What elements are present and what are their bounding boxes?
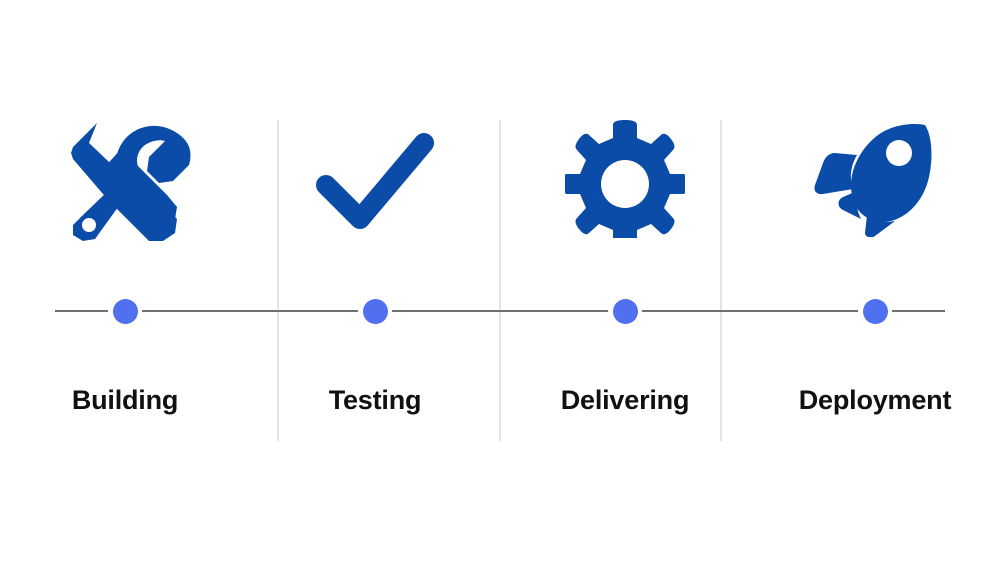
rocket-icon [750, 113, 1000, 243]
process-step-deployment[interactable]: Deployment [750, 0, 1000, 563]
step-label-building: Building [71, 385, 179, 415]
timeline-node-3[interactable] [608, 294, 642, 328]
timeline-node-2[interactable] [358, 294, 392, 328]
column-divider-1 [277, 120, 279, 441]
timeline-node-dot [112, 298, 138, 324]
timeline-node-dot [862, 298, 888, 324]
timeline-axis-line [55, 310, 945, 312]
timeline-node-dot [612, 298, 638, 324]
process-step-building[interactable]: Building [0, 0, 250, 563]
step-label-deployment: Deployment [798, 385, 952, 415]
gear-icon [500, 113, 750, 243]
timeline-node-dot [362, 298, 388, 324]
step-label-testing: Testing [328, 385, 422, 415]
tools-wrench-screwdriver-icon [0, 113, 250, 243]
timeline-node-4[interactable] [858, 294, 892, 328]
column-divider-3 [720, 120, 722, 441]
process-step-delivering[interactable]: Delivering [500, 0, 750, 563]
timeline-node-1[interactable] [108, 294, 142, 328]
step-label-delivering: Delivering [560, 385, 690, 415]
process-step-testing[interactable]: Testing [250, 0, 500, 563]
column-divider-2 [499, 120, 501, 441]
checkmark-icon [250, 113, 500, 243]
